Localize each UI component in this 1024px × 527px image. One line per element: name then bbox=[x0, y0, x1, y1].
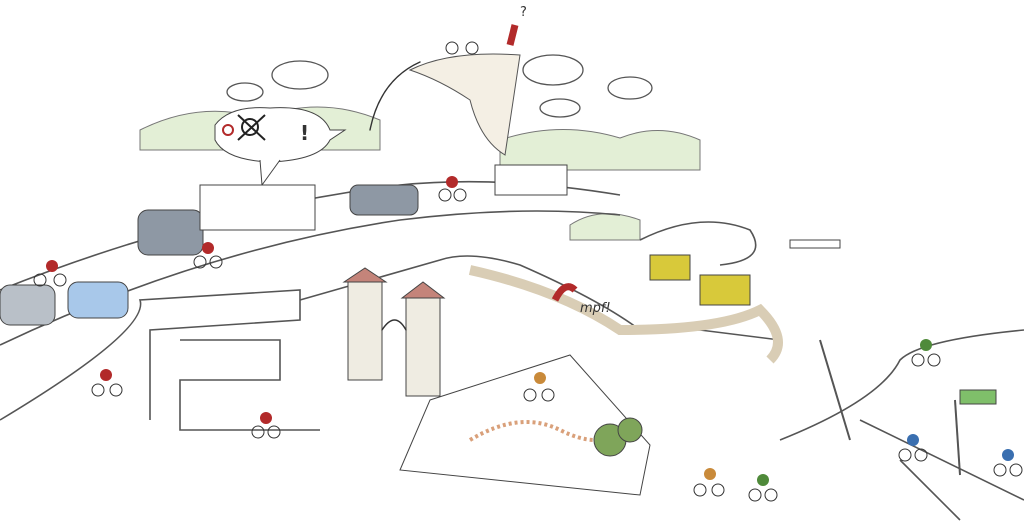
cyclist bbox=[445, 41, 479, 55]
curse-bang: ! bbox=[300, 121, 309, 145]
cyclist bbox=[251, 412, 281, 439]
cyclist bbox=[911, 339, 941, 367]
construction-site bbox=[639, 221, 841, 306]
curse-speech-bubble: ! bbox=[214, 107, 347, 187]
cyclist bbox=[91, 369, 123, 397]
cyclist bbox=[898, 434, 928, 462]
cyclist bbox=[438, 176, 467, 202]
cyclists bbox=[33, 24, 1023, 502]
signpost bbox=[819, 339, 851, 441]
truck bbox=[494, 164, 568, 196]
car bbox=[137, 209, 204, 256]
towers-bridge bbox=[342, 267, 446, 397]
right-paths bbox=[779, 329, 1024, 521]
gravel-trail bbox=[468, 265, 783, 364]
highway bbox=[0, 164, 621, 346]
cliff-person bbox=[506, 24, 519, 46]
car bbox=[0, 284, 56, 326]
cyclist bbox=[748, 474, 778, 502]
cliff-question-mark: ? bbox=[520, 5, 527, 20]
maze-paths bbox=[0, 255, 781, 431]
truck bbox=[199, 184, 316, 231]
spiral-icon bbox=[222, 124, 234, 136]
clouds bbox=[226, 54, 653, 118]
map-sheet bbox=[399, 354, 651, 496]
falling-cyclist bbox=[551, 283, 578, 302]
cyclist bbox=[523, 372, 555, 402]
car bbox=[67, 281, 129, 319]
cyclist bbox=[33, 260, 67, 287]
fall-exclamation: mpf! bbox=[580, 301, 611, 316]
sign bbox=[959, 389, 997, 405]
cliff bbox=[369, 53, 521, 156]
cyclist bbox=[193, 242, 223, 269]
car bbox=[349, 184, 419, 216]
cyclist bbox=[993, 449, 1023, 477]
cyclist bbox=[693, 468, 725, 497]
